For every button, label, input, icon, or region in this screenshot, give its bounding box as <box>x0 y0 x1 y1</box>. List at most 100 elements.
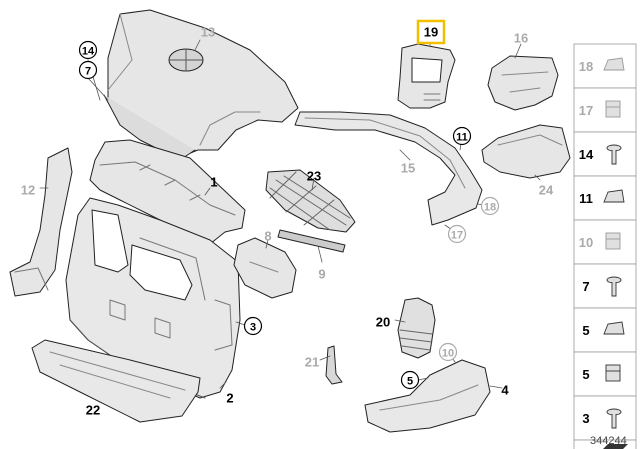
callout-20[interactable]: 20 <box>376 315 390 330</box>
callout-15[interactable]: 15 <box>401 161 415 176</box>
callout-number: 5 <box>407 376 413 388</box>
part-8-air-duct-small[interactable] <box>233 237 297 299</box>
callout-number: 17 <box>451 230 463 242</box>
callout-18[interactable]: 18 <box>480 196 500 216</box>
callout-number: 22 <box>86 403 100 418</box>
fastener-icon <box>606 276 622 297</box>
callout-number: 24 <box>539 183 554 198</box>
callout-22[interactable]: 22 <box>86 403 100 418</box>
callout-2[interactable]: 2 <box>226 391 233 406</box>
part-21-bracket[interactable] <box>325 345 343 385</box>
legend-number: 17 <box>579 103 593 118</box>
fastener-icon <box>603 189 625 203</box>
legend-number: 18 <box>579 59 593 74</box>
callout-number: 8 <box>264 229 271 244</box>
legend-item-14[interactable]: 14 <box>573 131 637 177</box>
legend-number: 7 <box>582 279 589 294</box>
callout-number: 4 <box>501 383 509 398</box>
callout-number: 23 <box>307 169 321 184</box>
callout-3[interactable]: 3 <box>243 316 263 336</box>
callout-number: 16 <box>514 31 528 46</box>
callout-24[interactable]: 24 <box>539 183 554 198</box>
legend-cell <box>573 87 637 133</box>
callout-9[interactable]: 9 <box>318 267 325 282</box>
part-12-air-duct[interactable] <box>9 147 73 297</box>
callout-circle <box>438 342 458 362</box>
legend-cell <box>573 395 637 441</box>
callout-circle <box>78 40 98 60</box>
legend-number: 3 <box>582 411 589 426</box>
legend-cell <box>573 219 637 265</box>
callout-circle <box>452 126 472 146</box>
part-9-seal-strip[interactable] <box>277 229 346 253</box>
callout-13[interactable]: 13 <box>201 25 215 40</box>
fastener-icon <box>606 408 622 429</box>
legend-number: 5 <box>582 367 589 382</box>
legend-item-11[interactable]: 11 <box>573 175 637 221</box>
callout-16[interactable]: 16 <box>514 31 528 46</box>
callout-10[interactable]: 10 <box>438 342 458 362</box>
fastener-icon <box>603 57 625 71</box>
part-24-duct[interactable] <box>481 124 571 179</box>
callout-11[interactable]: 11 <box>452 126 472 146</box>
fastener-icon <box>605 100 621 118</box>
callout-number: 9 <box>318 267 325 282</box>
part-16-duct[interactable] <box>487 55 559 111</box>
callout-number: 10 <box>442 348 454 360</box>
callout-circle <box>480 196 500 216</box>
legend-number: 5 <box>582 323 589 338</box>
highlight-box <box>416 19 446 45</box>
diagram-number: 344244 <box>590 435 627 447</box>
fastener-icon <box>605 232 621 250</box>
callout-12[interactable]: 12 <box>21 183 35 198</box>
legend-number: 14 <box>579 147 594 162</box>
callout-circle <box>447 224 467 244</box>
callout-number: 2 <box>226 391 233 406</box>
legend-item-7[interactable]: 7 <box>573 263 637 309</box>
callout-circle <box>78 60 98 80</box>
part-4-lower-duct[interactable] <box>364 359 491 433</box>
callout-circle <box>400 370 420 390</box>
legend-item-5[interactable]: 5 <box>573 351 637 397</box>
callout-4[interactable]: 4 <box>501 383 509 398</box>
callout-circle <box>243 316 263 336</box>
legend-cell <box>573 263 637 309</box>
callout-number: 1 <box>210 175 217 190</box>
legend-item-3[interactable]: 3 <box>573 395 637 441</box>
callout-number: 13 <box>201 25 215 40</box>
callout-19[interactable]: 19 <box>416 19 446 45</box>
part-22-lower-panel[interactable] <box>31 339 201 423</box>
callout-number: 11 <box>456 132 468 144</box>
callout-number: 14 <box>82 46 95 58</box>
legend-item-10[interactable]: 10 <box>573 219 637 265</box>
callout-5[interactable]: 5 <box>400 370 420 390</box>
fastener-legend: 18 17 14 11 10 7 5 5 3 <box>573 43 637 449</box>
part-15-air-channel[interactable] <box>294 111 483 226</box>
callout-1[interactable]: 1 <box>210 175 217 190</box>
legend-item-18[interactable]: 18 <box>573 43 637 89</box>
fastener-icon <box>603 321 625 335</box>
callout-number: 19 <box>424 25 438 40</box>
callout-8[interactable]: 8 <box>264 229 271 244</box>
part-19-intake-bracket[interactable] <box>397 43 456 109</box>
callout-21[interactable]: 21 <box>305 355 319 370</box>
callout-14[interactable]: 14 <box>78 40 98 60</box>
part-23-grille[interactable] <box>265 169 356 233</box>
callout-23[interactable]: 23 <box>307 169 321 184</box>
legend-number: 11 <box>579 191 593 206</box>
callout-number: 12 <box>21 183 35 198</box>
callout-7[interactable]: 7 <box>78 60 98 80</box>
callout-number: 21 <box>305 355 319 370</box>
callout-17[interactable]: 17 <box>447 224 467 244</box>
part-2-radiator-carrier[interactable] <box>65 197 241 399</box>
fastener-icon <box>605 364 621 382</box>
legend-item-5[interactable]: 5 <box>573 307 637 353</box>
part-1-cross-member[interactable] <box>89 139 246 249</box>
part-20-hose[interactable] <box>397 297 436 359</box>
fastener-icon <box>606 144 622 165</box>
callout-number: 7 <box>85 66 91 78</box>
legend-item-17[interactable]: 17 <box>573 87 637 133</box>
